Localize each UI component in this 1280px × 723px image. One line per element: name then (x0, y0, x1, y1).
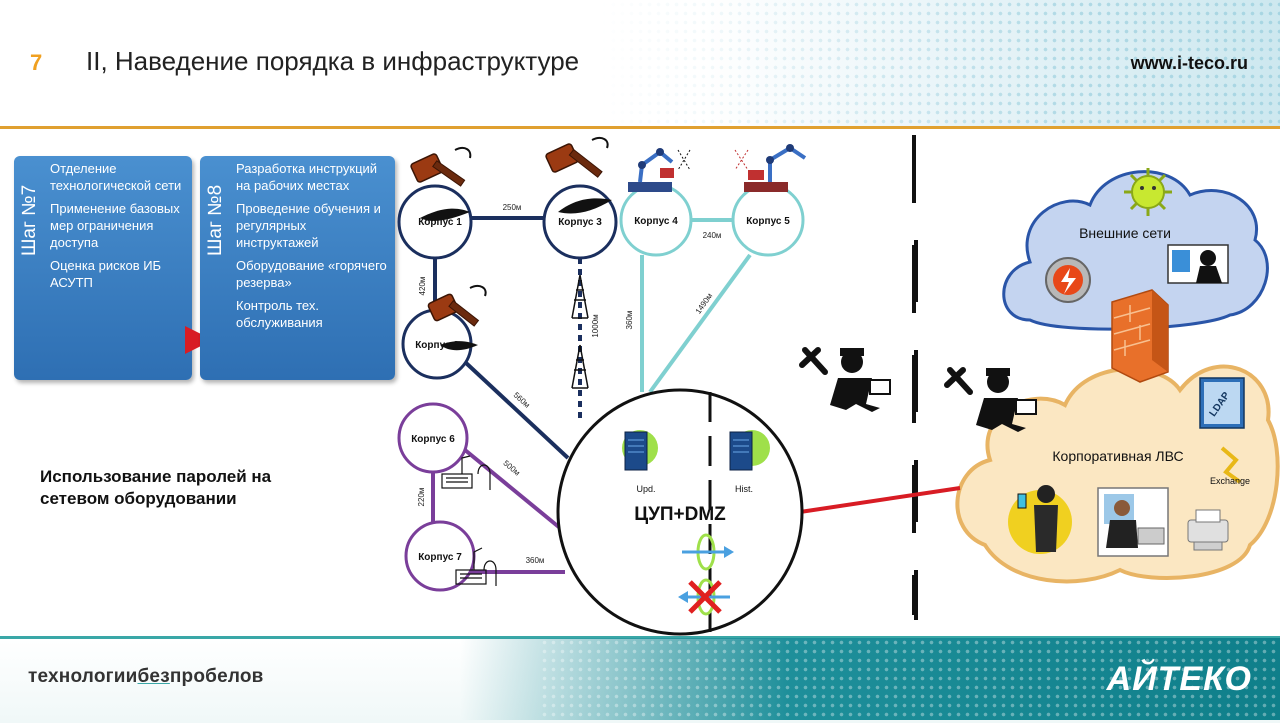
header-background (0, 0, 1280, 128)
link-label: 250м (503, 203, 522, 212)
step-7-box: Шаг №7 Отделение технологической сети Пр… (14, 156, 192, 380)
node-label: Корпус 6 (411, 434, 455, 445)
maintenance-worker-icon (944, 367, 1037, 432)
step-8-item: Разработка инструкций на рабочих местах (236, 161, 378, 193)
link-label: 500м (501, 459, 521, 478)
step-8-item: Оборудование «горячего резерва» (236, 258, 387, 290)
link-label: 220м (417, 488, 426, 507)
office-worker-icon (1097, 487, 1169, 557)
corporate-lan-label: Корпоративная ЛВС (1052, 448, 1183, 464)
exchange-label: Exchange (1210, 476, 1250, 486)
node-label: Корпус 1 (418, 217, 462, 228)
header-dot-pattern (600, 0, 1280, 126)
node-label: Корпус 3 (558, 217, 602, 228)
brand-slogan-part: без (137, 666, 170, 687)
hacker-icon (1167, 244, 1229, 284)
step-8-items: Разработка инструкций на рабочих местах … (236, 160, 391, 337)
server-icon: Hist. (729, 430, 770, 494)
node-korpus-1: Корпус 1 (397, 184, 473, 260)
data-diode-icon (678, 533, 734, 616)
server-label: Hist. (735, 484, 753, 494)
step-7-item: Оценка рисков ИБ АСУТП (50, 258, 162, 290)
password-note: Использование паролей на сетевом оборудо… (40, 466, 271, 510)
step-7-item: Отделение технологической сети (50, 161, 182, 193)
link-label: 1490м (694, 291, 715, 315)
server-label: Upd. (636, 484, 655, 494)
node-label: Корпус 7 (418, 552, 462, 563)
link-label: 360м (526, 556, 545, 565)
header-divider (0, 126, 1280, 129)
footer-dot-pattern (540, 638, 1280, 720)
slide-title: II, Наведение порядка в инфраструктуре (86, 46, 580, 76)
company-logo: АЙТЕКО (1106, 660, 1252, 698)
hammer-icon (410, 147, 472, 221)
site-url-link[interactable]: www.i-teco.ru (1130, 53, 1248, 73)
mobile-user-icon (1008, 485, 1072, 554)
step-8-item: Контроль тех. обслуживания (236, 298, 323, 330)
password-note-line: Использование паролей на (40, 467, 272, 486)
brand-slogan-part: технологии (28, 666, 138, 687)
step-8-box: Шаг №8 Разработка инструкций на рабочих … (200, 156, 395, 380)
step-7-items: Отделение технологической сети Применени… (50, 160, 188, 297)
node-korpus-3: Корпус 3 (542, 184, 618, 260)
lab-equipment-icon (455, 547, 497, 586)
ldap-book-icon: LDAP (1199, 377, 1245, 429)
robot-arm-icon (734, 144, 807, 192)
step-7-item: Применение базовых мер ограничения досту… (50, 201, 180, 250)
firewall-icon (1111, 289, 1169, 383)
node-korpus-4: Корпус 4 (619, 183, 693, 257)
node-label: Корпус 4 (634, 216, 678, 227)
lab-equipment-icon (441, 455, 491, 490)
node-label: Корпус 5 (746, 216, 790, 227)
robot-arm-icon (628, 148, 691, 192)
center-label: ЦУП+DMZ (634, 504, 726, 525)
exchange-icon: Exchange (1210, 446, 1250, 486)
node-korpus-6: Корпус 6 (397, 402, 469, 474)
network-links (431, 216, 961, 574)
brand-slogan-part: пробелов (169, 666, 264, 687)
server-icon: Upd. (622, 430, 658, 494)
brand-slogan: технологиибезпробелов (28, 666, 264, 688)
node-korpus-7: Корпус 7 (404, 520, 476, 592)
link-label: 240м (703, 231, 722, 240)
link-label: 420м (418, 277, 427, 296)
step-8-item: Проведение обучения и регулярных инструк… (236, 201, 381, 250)
radio-tower-icon (571, 274, 589, 389)
maintenance-worker-icon (799, 347, 891, 412)
hammer-icon (545, 137, 612, 214)
footer-band (460, 638, 1280, 720)
threat-icon (1045, 257, 1091, 303)
slide-number: 7 (30, 50, 43, 75)
link-label: 1000м (591, 314, 600, 337)
virus-icon (1124, 168, 1172, 216)
link-label: 360м (625, 311, 634, 330)
node-label: Корпус 2 (415, 340, 459, 351)
password-note-line: сетевом оборудовании (40, 489, 237, 508)
hammer-icon (427, 285, 487, 351)
node-korpus-5: Корпус 5 (731, 183, 805, 257)
external-networks-label: Внешние сети (1079, 225, 1171, 241)
printer-icon (1187, 509, 1229, 551)
